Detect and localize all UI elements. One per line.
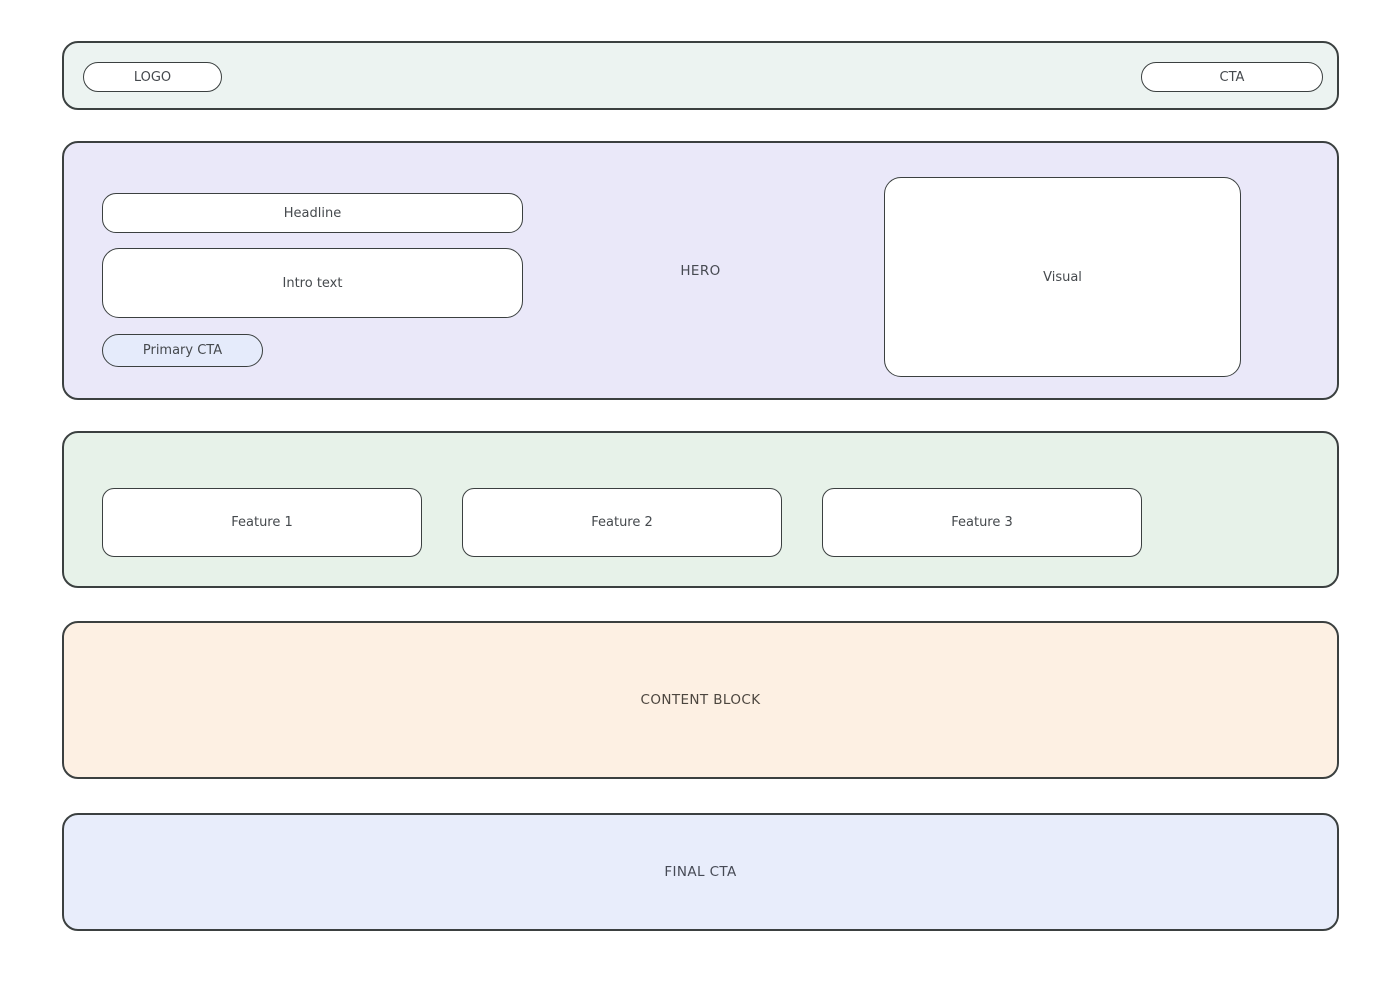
intro-text-box: Intro text xyxy=(102,248,523,318)
feature-card-1: Feature 1 xyxy=(102,488,422,557)
feature-card-3: Feature 3 xyxy=(822,488,1142,557)
hero-section: HERO Headline Intro text Primary CTA Vis… xyxy=(62,141,1339,400)
feature-3-label: Feature 3 xyxy=(951,515,1013,530)
final-cta-label: FINAL CTA xyxy=(664,864,737,880)
feature-2-label: Feature 2 xyxy=(591,515,653,530)
header-cta-label: CTA xyxy=(1219,69,1245,85)
headline-box: Headline xyxy=(102,193,523,233)
final-cta-section[interactable]: FINAL CTA xyxy=(62,813,1339,931)
feature-card-2: Feature 2 xyxy=(462,488,782,557)
primary-cta-label: Primary CTA xyxy=(142,343,223,358)
content-block-section: CONTENT BLOCK xyxy=(62,621,1339,779)
primary-cta-button[interactable]: Primary CTA xyxy=(102,334,263,367)
headline-label: Headline xyxy=(283,205,342,221)
visual-label: Visual xyxy=(1043,269,1082,285)
features-section: Feature 1 Feature 2 Feature 3 xyxy=(62,431,1339,588)
content-block-label: CONTENT BLOCK xyxy=(640,692,761,708)
logo-pill[interactable]: LOGO xyxy=(83,62,222,92)
header-bar: LOGO CTA xyxy=(62,41,1339,110)
hero-visual-placeholder: Visual xyxy=(884,177,1241,377)
logo-label: LOGO xyxy=(133,69,172,85)
header-cta-button[interactable]: CTA xyxy=(1141,62,1323,92)
feature-1-label: Feature 1 xyxy=(231,515,293,530)
intro-text-label: Intro text xyxy=(282,275,343,291)
